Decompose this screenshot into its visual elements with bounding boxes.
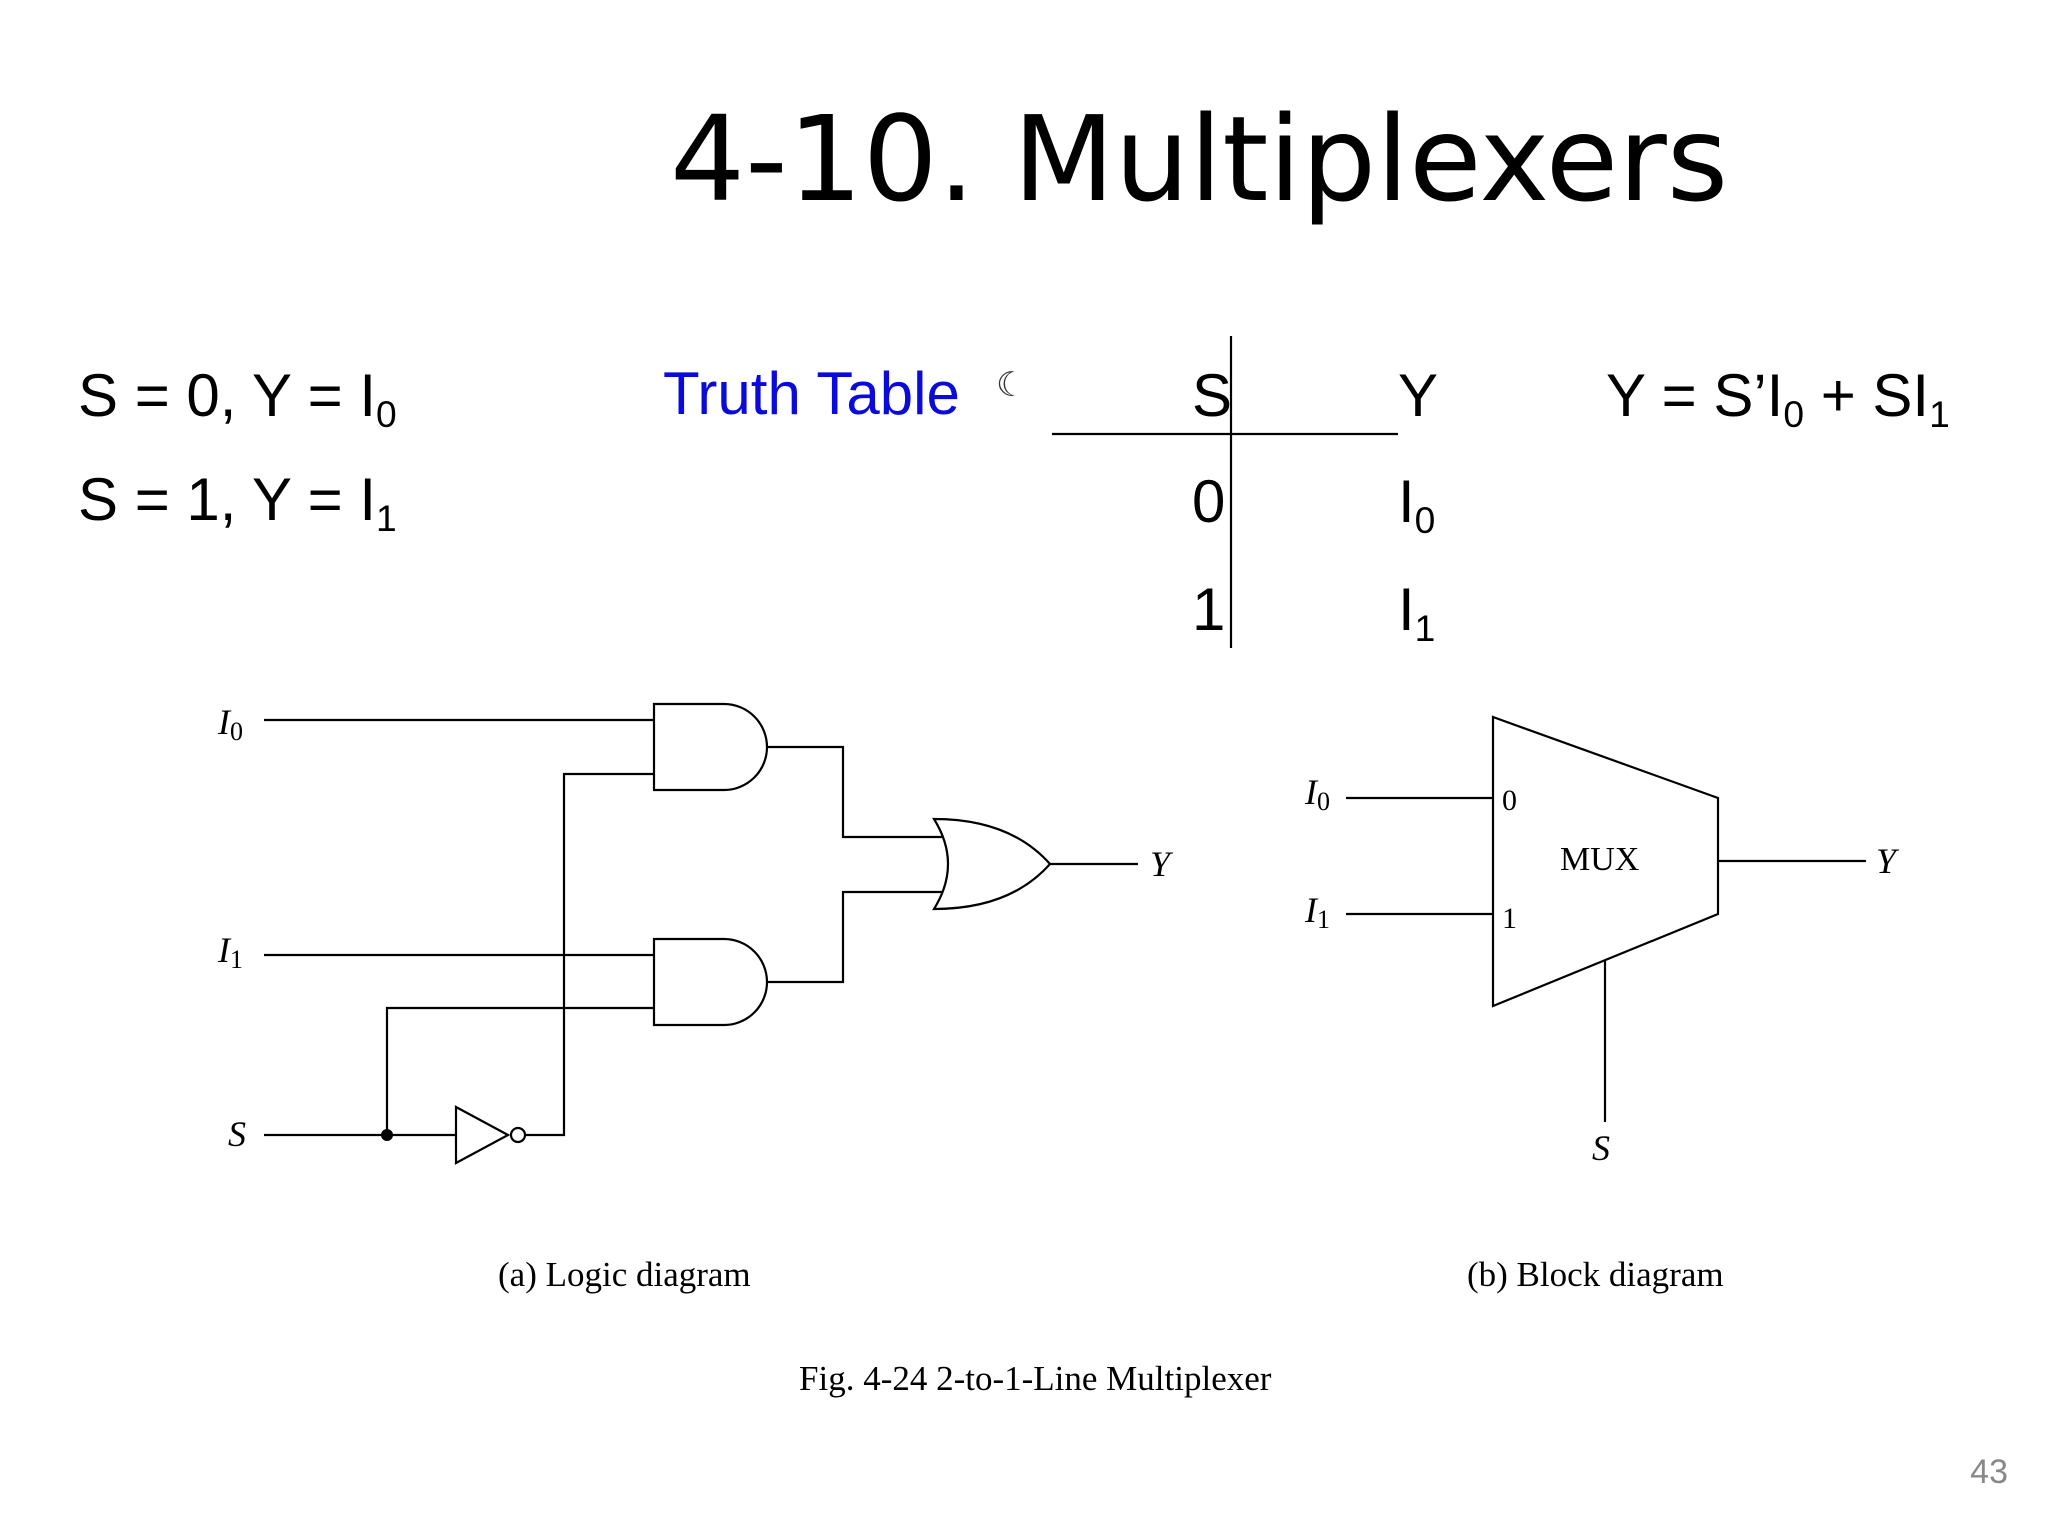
junction-dot [381, 1129, 393, 1141]
or-gate [932, 817, 1052, 911]
mux-label-y: Y [1876, 841, 1900, 881]
caption-block-diagram: (b) Block diagram [1467, 1255, 1724, 1294]
statement-s1: S = 1, Y = I1 [78, 466, 397, 540]
mux-port-0: 0 [1502, 784, 1517, 817]
mux-box-label: MUX [1560, 841, 1639, 878]
not-gate [454, 1105, 511, 1165]
truth-table-label: Truth Table [663, 360, 960, 427]
mux-label-i1: I1 [1304, 890, 1330, 934]
and-gate-2 [652, 937, 769, 1027]
truth-table-row1-y: I1 [1398, 576, 1436, 650]
figure-caption: Fig. 4-24 2-to-1-Line Multiplexer [799, 1359, 1272, 1398]
truth-table-row1-s: 1 [1192, 576, 1226, 643]
mux-block [1491, 715, 1720, 1008]
mux-port-1: 1 [1502, 902, 1517, 935]
not-gate-bubble [509, 1126, 527, 1144]
slide-title: 4-10. Multiplexers [670, 90, 1729, 228]
moon-icon: ☾ [996, 366, 1027, 404]
mux-equation: Y = S’I0 + SI1 [1606, 362, 1950, 436]
statement-s0: S = 0, Y = I0 [78, 362, 397, 436]
label-i1: I1 [217, 930, 243, 974]
label-i0: I0 [217, 702, 243, 746]
page-number: 43 [1970, 1453, 2008, 1491]
label-s: S [228, 1114, 246, 1154]
mux-label-i0: I0 [1304, 772, 1330, 816]
label-y: Y [1150, 844, 1174, 884]
wire-and1-to-or [768, 745, 942, 839]
wire-and2-to-or [768, 890, 942, 984]
truth-table-row0-s: 0 [1192, 468, 1226, 535]
mux-label-s: S [1592, 1128, 1610, 1168]
wire-snot-to-and1 [526, 772, 654, 1137]
caption-logic-diagram: (a) Logic diagram [498, 1255, 751, 1294]
truth-table-row0-y: I0 [1398, 468, 1436, 542]
wire-s-to-and2 [385, 1006, 654, 1135]
truth-table-header-s: S [1192, 362, 1233, 429]
truth-table-header-y: Y [1398, 362, 1439, 429]
and-gate-1 [652, 702, 769, 792]
